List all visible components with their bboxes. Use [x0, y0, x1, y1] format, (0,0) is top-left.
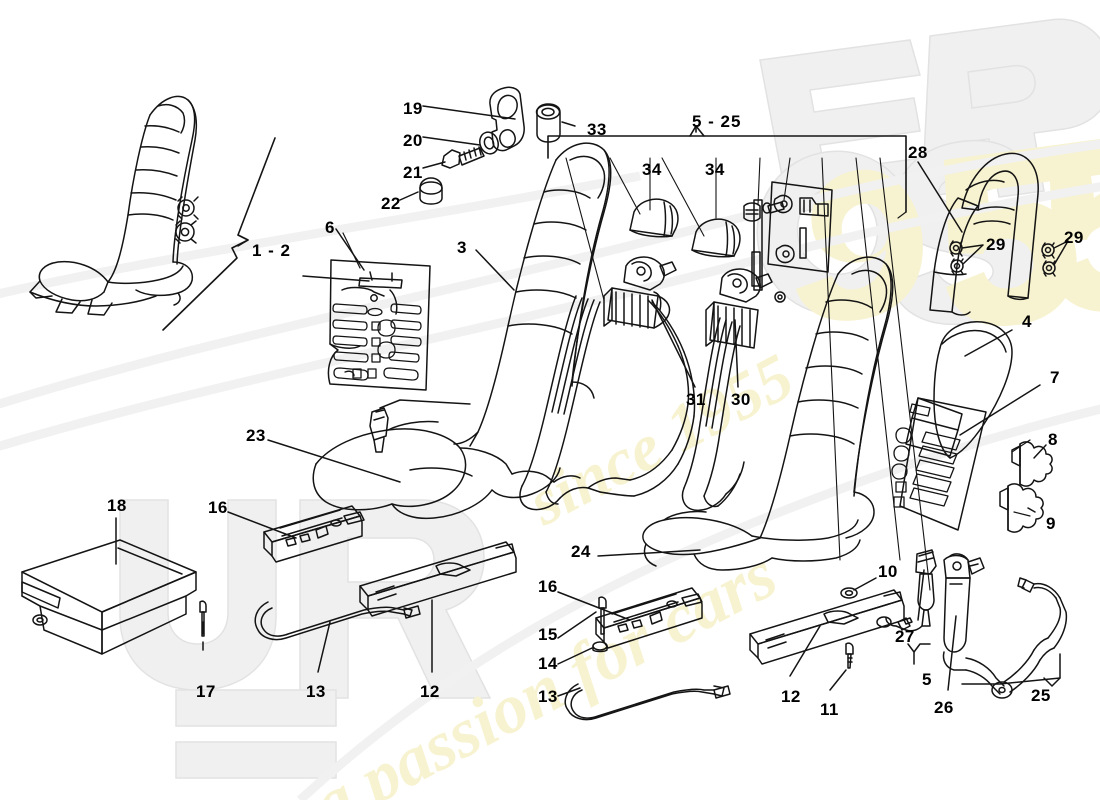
seat-rail-right-inner: [557, 587, 703, 665]
callout-27: 27: [895, 627, 915, 646]
belt-guide-trim-a: [629, 198, 679, 238]
callout-26: 26: [934, 698, 954, 717]
callout-22: 22: [381, 194, 401, 213]
callout-11: 11: [820, 700, 839, 719]
grommet-10: [840, 577, 877, 599]
backrest-cover-left: [453, 142, 612, 447]
seat-rail-right-outer: [749, 589, 905, 677]
callout-15: 15: [538, 625, 558, 644]
watermark-grey-letters-bottom: [119, 499, 492, 779]
seat-belt-webbing-left: [519, 291, 696, 511]
callout-13-b: 13: [538, 687, 558, 706]
callout-13-a: 13: [306, 682, 326, 701]
hardware-group-top: [399, 86, 576, 205]
callout-3: 3: [457, 238, 467, 257]
callout-31: 31: [686, 390, 706, 409]
callout-33: 33: [587, 120, 607, 139]
belt-retractor-left: [603, 256, 677, 329]
seat-belt-webbing-right: [681, 317, 745, 512]
callout-16-b: 16: [538, 577, 558, 596]
callout-34-b: 34: [705, 160, 725, 179]
group-bracket-5-25: [547, 125, 907, 213]
callout-9: 9: [1046, 514, 1056, 533]
complete-seat-assembly: [29, 95, 276, 331]
callout-1-2: 1 - 2: [252, 241, 292, 260]
storage-box: [21, 517, 197, 655]
adjuster-knob-upper: [1011, 441, 1053, 487]
callout-23: 23: [246, 426, 266, 445]
callout-6: 6: [325, 218, 335, 237]
belt-tensioner-26: [942, 553, 1068, 699]
fasteners-29: [949, 240, 1069, 277]
headrest-cushion: [933, 321, 1013, 459]
callout-10: 10: [878, 562, 898, 581]
callout-19: 19: [403, 99, 423, 118]
seat-rail-left-inner: [227, 505, 365, 563]
release-rod-left: [254, 601, 421, 673]
misc-leaders: [342, 232, 1031, 517]
callout-16-a: 16: [208, 498, 228, 517]
callout-12-a: 12: [420, 682, 440, 701]
seat-right-assembly: [597, 256, 894, 571]
belt-guide-trim-b: [691, 218, 741, 258]
retractor-mount-plate: [743, 181, 833, 291]
callout-17: 17: [196, 682, 216, 701]
callout-5-25: 5 - 25: [692, 112, 742, 131]
group-leader-lines: [565, 157, 931, 591]
pin-clip: [199, 600, 207, 651]
callout-5: 5: [922, 670, 932, 689]
callout-29-b: 29: [1064, 228, 1084, 247]
callout-12-b: 12: [781, 687, 801, 706]
callout-25: 25: [1031, 686, 1051, 705]
screw-11: [829, 642, 854, 691]
watermark-swoosh: [0, 139, 1100, 800]
callout-4: 4: [1022, 312, 1032, 331]
callout-29-a: 29: [986, 235, 1006, 254]
callout-18: 18: [107, 496, 127, 515]
rollover-hoop: [961, 152, 1039, 301]
seat-back-panel-left: [302, 228, 431, 391]
callout-21: 21: [403, 163, 423, 182]
callout-8: 8: [1048, 430, 1058, 449]
adjuster-knob-lower: [999, 444, 1047, 533]
callout-30: 30: [731, 390, 751, 409]
belt-buckle-27: [876, 549, 937, 665]
callout-7: 7: [1050, 368, 1060, 387]
callout-14: 14: [538, 654, 558, 673]
callout-34-a: 34: [642, 160, 662, 179]
callout-24: 24: [571, 542, 591, 561]
callout-20: 20: [403, 131, 423, 150]
seat-cushion-left: [267, 399, 581, 520]
release-rod-right: [557, 683, 731, 721]
callout-28: 28: [908, 143, 928, 162]
rollover-hoop-trim: [917, 161, 979, 316]
seat-back-panel-right: [891, 384, 1041, 531]
